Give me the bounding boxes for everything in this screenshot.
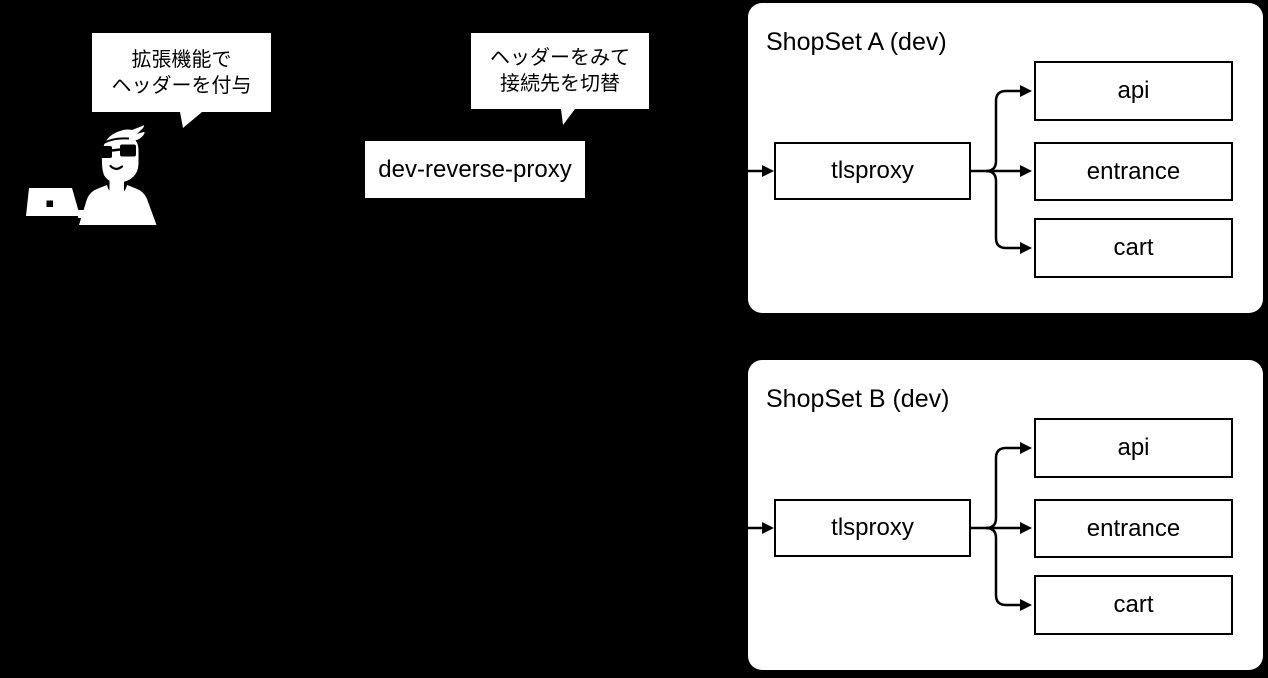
actor-bubble-line-2: ヘッダーを付与 [111, 74, 252, 97]
proxy-bubble-line-1: ヘッダーをみて [490, 47, 630, 69]
dev-reverse-proxy-label: dev-reverse-proxy [378, 155, 572, 183]
service-label: entrance [1086, 157, 1181, 185]
shopset-a-panel: ShopSet A (dev) tlsproxy api entrance [748, 3, 1263, 313]
service-node-cart: cart [1034, 218, 1233, 278]
glasses-left-lens [98, 146, 112, 158]
person-at-laptop-icon [26, 125, 157, 225]
neck-shape [109, 181, 124, 197]
service-node-api: api [1034, 418, 1233, 478]
gateway-node: tlsproxy [774, 142, 971, 200]
glasses-right-lens [120, 144, 136, 157]
service-node-entrance: entrance [1034, 499, 1233, 558]
service-label: api [1117, 77, 1150, 104]
dev-reverse-proxy-node: dev-reverse-proxy [365, 141, 585, 198]
service-node-api: api [1034, 61, 1233, 121]
service-node-cart: cart [1034, 575, 1233, 635]
service-node-entrance: entrance [1034, 142, 1233, 201]
shopset-b-title: ShopSet B (dev) [766, 385, 950, 413]
actor-bubble-line-1: 拡張機能で [131, 48, 232, 71]
laptop-icon [26, 188, 80, 216]
service-label: entrance [1086, 514, 1181, 542]
torso-shape [79, 185, 157, 225]
speech-bubble-tail [180, 112, 202, 128]
service-label: api [1117, 434, 1150, 461]
gateway-label: tlsproxy [831, 514, 914, 541]
gateway-label: tlsproxy [831, 157, 914, 184]
speech-bubble-tail [561, 109, 575, 125]
proxy-bubble-line-2: 接続先を切替 [500, 73, 620, 95]
gateway-node: tlsproxy [774, 499, 971, 557]
service-label: cart [1113, 234, 1154, 261]
shopset-b-panel: ShopSet B (dev) tlsproxy api entrance [748, 360, 1263, 670]
actor-speech-bubble: 拡張機能で ヘッダーを付与 [92, 33, 271, 128]
shopset-a-title: ShopSet A (dev) [766, 28, 947, 56]
proxy-speech-bubble: ヘッダーをみて 接続先を切替 [471, 33, 649, 125]
service-label: cart [1113, 591, 1154, 618]
hairline [99, 137, 130, 146]
smile [109, 164, 124, 170]
glasses-bridge [111, 148, 121, 152]
